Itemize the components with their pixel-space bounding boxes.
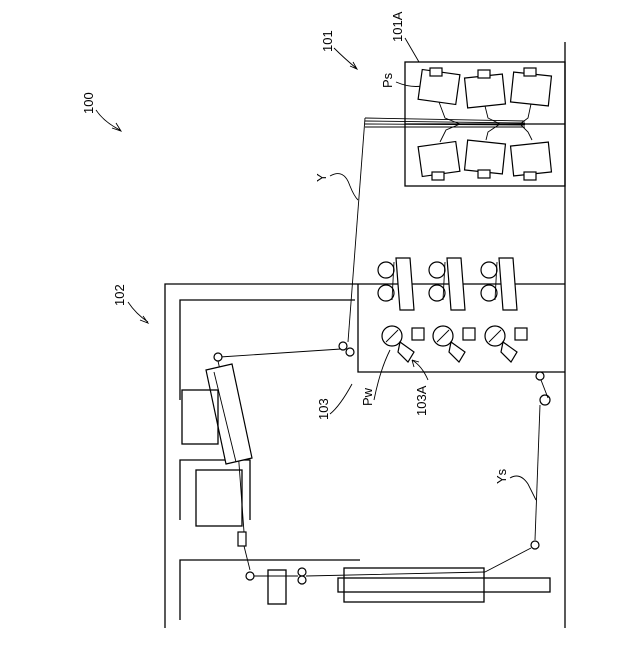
leader-winder [128, 302, 148, 323]
label-package-support: 101A [390, 11, 405, 42]
label-winder: 102 [112, 284, 127, 306]
leader-godet-roller [412, 360, 428, 380]
label-godet-roller: 103A [414, 385, 429, 416]
winder-box-3 [268, 570, 286, 604]
supply-package-6 [511, 124, 552, 180]
leader-godet-unit [330, 384, 352, 414]
godet-roller-unit-2 [429, 258, 475, 362]
leader-supply-package [396, 82, 422, 87]
leader-machine [96, 110, 121, 131]
supply-package-5 [465, 124, 506, 178]
leader-yarn [330, 174, 358, 200]
label-yarn-path: Ys [494, 468, 509, 484]
yarn-path [214, 342, 485, 584]
winder-box-2 [196, 470, 242, 526]
supply-package-1 [418, 68, 460, 124]
label-creel: 101 [320, 30, 335, 52]
supply-package-2 [465, 70, 506, 124]
label-godet-unit: 103 [316, 398, 331, 420]
label-supply-package: Ps [380, 72, 395, 88]
label-machine: 100 [81, 92, 96, 114]
traverse-guide [206, 364, 252, 464]
godet-roller-unit-1 [378, 258, 424, 362]
godet-roller-unit-3 [481, 258, 527, 362]
label-yarn: Y [314, 173, 329, 182]
label-winding-package: Pw [360, 387, 375, 406]
leader-yarn-path [510, 476, 536, 500]
leader-package-support [405, 38, 419, 62]
supply-package-4 [418, 124, 460, 180]
supply-package-3 [511, 68, 552, 124]
leader-creel [334, 48, 357, 69]
leader-winding-package [374, 350, 390, 400]
